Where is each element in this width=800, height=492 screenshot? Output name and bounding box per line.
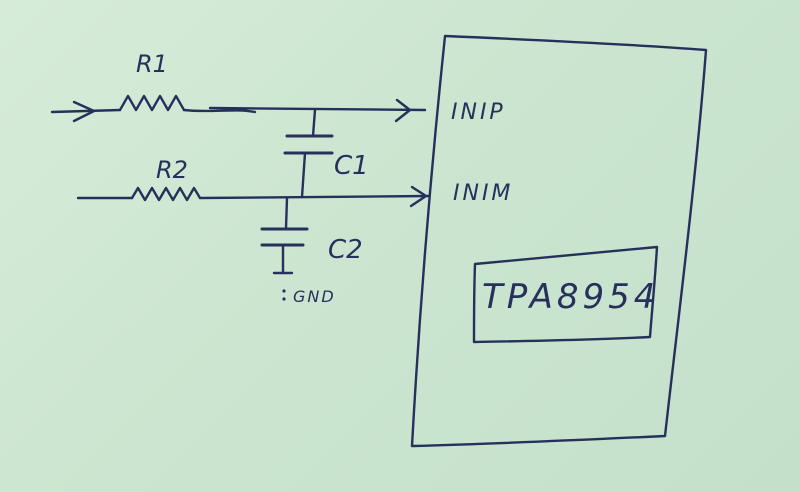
capacitor-c2	[260, 196, 309, 275]
label-r2: R2	[156, 156, 188, 184]
label-inim: INIM	[453, 181, 513, 206]
input-1-wire-to-chip	[182, 106, 427, 114]
arrow-inip	[394, 98, 412, 123]
chip-outline	[410, 34, 708, 448]
capacitor-c1	[283, 108, 334, 199]
label-inip: INIP	[451, 100, 506, 125]
chip-label-box	[472, 245, 659, 344]
arrow-inim	[409, 185, 428, 208]
label-chip: TPA8954	[482, 277, 659, 317]
input-1-wire	[50, 100, 122, 123]
resistor-r2	[130, 186, 202, 202]
label-c2: C2	[328, 235, 363, 265]
ground-dots	[282, 289, 286, 301]
input-2-wire-to-chip	[198, 194, 430, 200]
label-r1: R1	[136, 50, 168, 78]
label-c1: C1	[334, 151, 369, 181]
label-gnd: GND	[293, 287, 336, 306]
resistor-r1	[118, 94, 186, 112]
